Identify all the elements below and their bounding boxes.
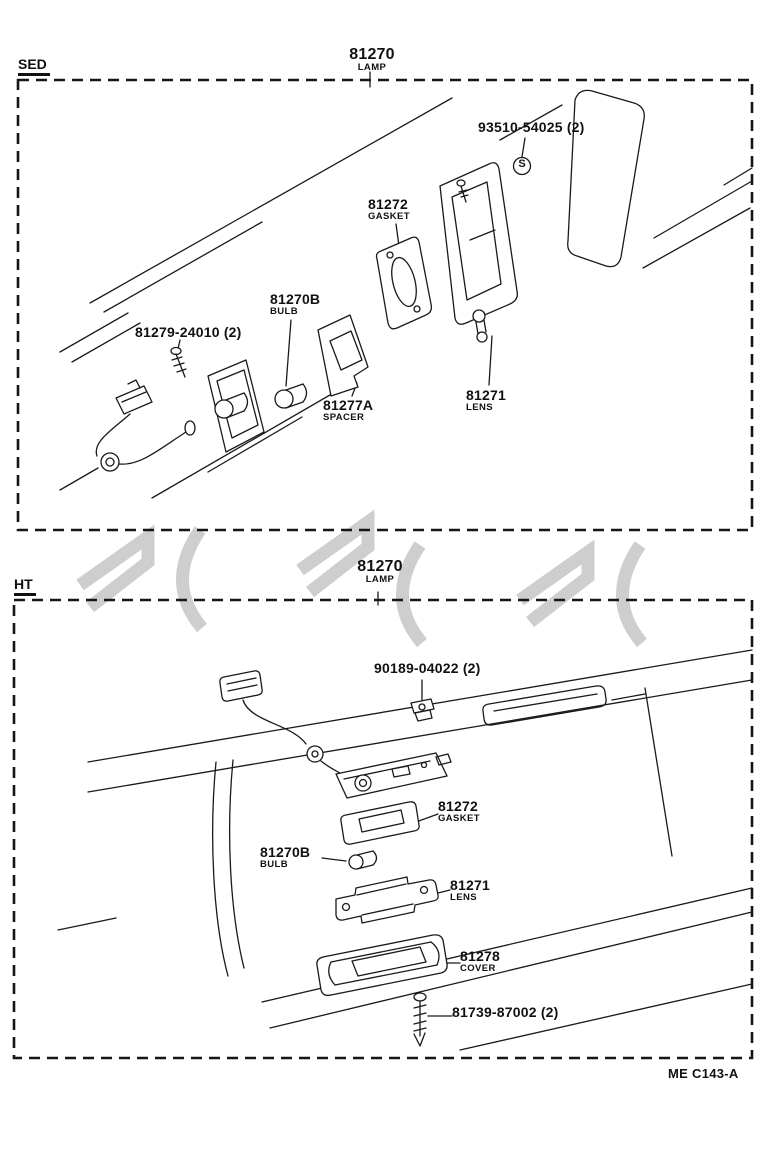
ht-title: 81270 LAMP (350, 558, 410, 586)
screw-symbol-s: S (518, 158, 526, 170)
part-label-81271-ht: 81271 LENS (450, 877, 490, 904)
ht-tailgate-panel-lines (57, 649, 753, 1051)
ht-screw-drawing (413, 992, 427, 1047)
ht-lamp-body-drawing (335, 752, 452, 799)
sed-lens-drawing (439, 162, 518, 343)
ht-gasket-drawing (340, 801, 420, 845)
part-label-81271-sed: 81271 LENS (466, 387, 506, 414)
sed-box-border (16, 78, 754, 532)
sed-body-panel-lines (59, 89, 753, 499)
part-label-81279-24010: 81279-24010 (2) (135, 324, 242, 340)
ht-section-tag: HT (14, 576, 36, 596)
sed-title-number: 81270 (349, 46, 395, 63)
sed-socket-plate-drawing (207, 359, 265, 453)
sed-bulb-drawing (274, 383, 308, 409)
part-label-81272-sed: 81272 GASKET (368, 196, 410, 223)
ht-leader-lines (321, 591, 461, 1017)
section-boxes (12, 78, 754, 1060)
ht-wire-connector-drawing (219, 670, 347, 778)
ht-bulb-drawing (348, 850, 378, 870)
part-label-81270b-ht: 81270B BULB (260, 844, 311, 871)
part-label-81270b-sed: 81270B BULB (270, 291, 321, 318)
part-label-81739-87002: 81739-87002 (2) (452, 1004, 559, 1020)
ht-box-border (12, 598, 754, 1060)
ht-nut-drawing (410, 698, 435, 722)
doc-code: ME C143-A (668, 1066, 739, 1081)
ht-title-name: LAMP (365, 574, 395, 586)
ht-lens-drawing (335, 876, 439, 924)
sed-wire-harness-drawing (95, 379, 196, 472)
sed-title-name: LAMP (357, 62, 387, 74)
part-label-93510-54025: 93510-54025 (2) (478, 119, 585, 135)
part-label-81277a: 81277A SPACER (323, 397, 374, 424)
ht-cover-drawing (316, 934, 448, 997)
part-label-90189-04022: 90189-04022 (2) (374, 660, 481, 676)
sed-screw-symbol-circle (512, 156, 532, 176)
part-label-81272-ht: 81272 GASKET (438, 798, 480, 825)
ht-title-number: 81270 (357, 558, 403, 575)
sed-title: 81270 LAMP (342, 46, 402, 74)
part-label-81278: 81278 COVER (460, 948, 500, 975)
sed-spacer-drawing (317, 314, 369, 397)
sed-screw-drawing (170, 346, 187, 378)
watermark (76, 509, 648, 648)
sed-leader-lines (177, 71, 526, 397)
sed-gasket-drawing (375, 236, 433, 330)
sed-section-tag: SED (18, 56, 50, 76)
